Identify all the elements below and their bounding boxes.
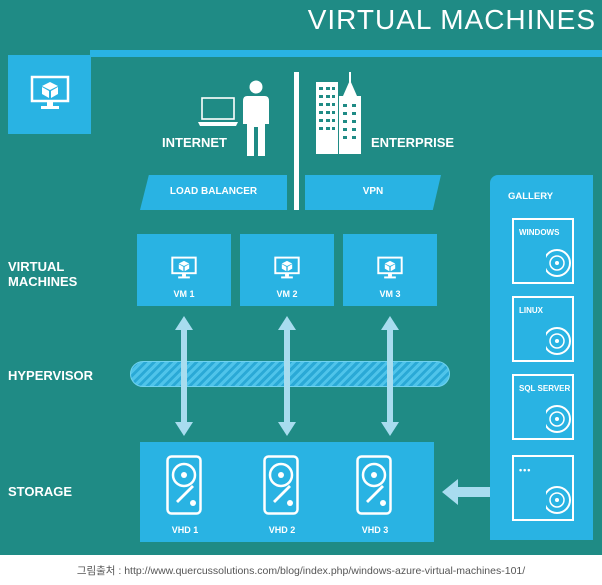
bidirectional-arrow-icon bbox=[381, 316, 399, 436]
gallery-item-windows[interactable]: WINDOWS bbox=[512, 218, 574, 284]
hard-disk-icon bbox=[263, 455, 299, 515]
corner-tile bbox=[8, 55, 91, 134]
vm-label: VM 3 bbox=[379, 289, 401, 299]
bidirectional-arrow-icon bbox=[278, 316, 296, 436]
row-label-hypervisor: HYPERVISOR bbox=[8, 368, 94, 383]
monitor-icon bbox=[377, 256, 403, 279]
vhd-label: VHD 1 bbox=[171, 525, 199, 535]
gallery-panel: GALLERY WINDOWS LINUX bbox=[490, 175, 593, 540]
vm-box: VM 2 bbox=[240, 234, 334, 306]
monitor-icon bbox=[274, 256, 300, 279]
monitor-icon bbox=[171, 256, 197, 279]
row-label-storage: STORAGE bbox=[8, 484, 73, 499]
disk-icon bbox=[542, 404, 571, 434]
load-balancer-label: LOAD BALANCER bbox=[169, 186, 258, 197]
vhd-label: VHD 2 bbox=[268, 525, 296, 535]
hard-disk-icon bbox=[166, 455, 202, 515]
monitor-icon bbox=[30, 75, 70, 109]
row-label-virtual-machines: VIRTUAL MACHINES bbox=[8, 259, 77, 289]
hard-disk-icon bbox=[356, 455, 392, 515]
gallery-item-label: WINDOWS bbox=[519, 228, 560, 237]
disk-icon bbox=[542, 326, 571, 356]
gallery-item-body: LINUX bbox=[514, 298, 572, 360]
person-icon bbox=[243, 80, 269, 156]
row-label-machines: MACHINES bbox=[8, 274, 78, 289]
laptop-icon bbox=[198, 97, 238, 126]
vm-label: VM 1 bbox=[173, 289, 195, 299]
load-balancer-box: LOAD BALANCER bbox=[140, 175, 287, 210]
gallery-item-linux[interactable]: LINUX bbox=[512, 296, 574, 362]
storage-box: VHD 1 VHD 2 VHD 3 bbox=[140, 442, 434, 542]
vm-box: VM 3 bbox=[343, 234, 437, 306]
divider-line bbox=[294, 72, 299, 210]
vpn-label: VPN bbox=[362, 186, 384, 197]
vm-box: VM 1 bbox=[137, 234, 231, 306]
gallery-item-label: SQL SERVER bbox=[519, 384, 571, 393]
gallery-item-sql-server[interactable]: SQL SERVER bbox=[512, 374, 574, 440]
vhd-label: VHD 3 bbox=[361, 525, 389, 535]
left-arrow-icon bbox=[442, 479, 492, 505]
source-caption: 그림출처 : http://www.quercussolutions.com/b… bbox=[76, 565, 526, 577]
top-bar bbox=[90, 50, 602, 57]
gallery-item-body: SQL SERVER bbox=[514, 376, 572, 438]
vpn-box: VPN bbox=[305, 175, 441, 210]
bidirectional-arrow-icon bbox=[175, 316, 193, 436]
gallery-item-label: ••• bbox=[519, 465, 532, 475]
disk-icon bbox=[542, 248, 571, 278]
gallery-item-label: LINUX bbox=[519, 306, 543, 315]
building-icon bbox=[316, 72, 361, 154]
row-label-virtual: VIRTUAL bbox=[8, 259, 65, 274]
gallery-item-more[interactable]: ••• bbox=[512, 455, 574, 521]
internet-label: INTERNET bbox=[162, 135, 227, 150]
gallery-item-body: ••• bbox=[514, 457, 572, 519]
enterprise-label: ENTERPRISE bbox=[371, 135, 455, 150]
disk-icon bbox=[542, 485, 571, 515]
gallery-item-body: WINDOWS bbox=[514, 220, 572, 282]
gallery-title: GALLERY bbox=[508, 191, 554, 202]
diagram-title: VIRTUAL MACHINES bbox=[307, 4, 596, 35]
vm-label: VM 2 bbox=[276, 289, 298, 299]
